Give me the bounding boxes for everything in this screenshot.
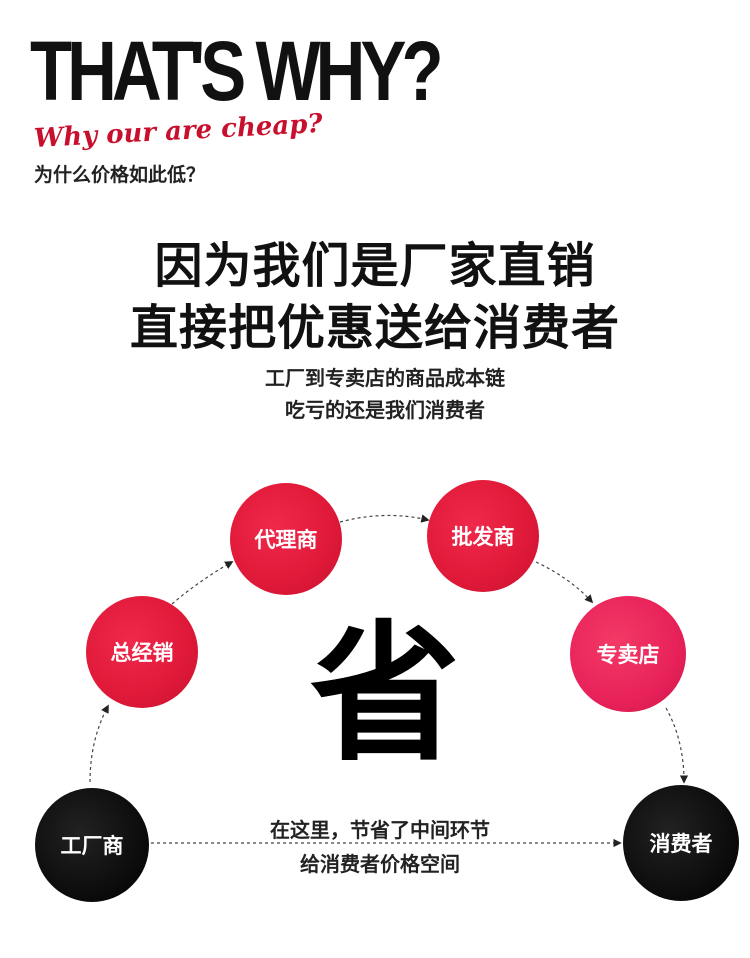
subtitle-chinese: 为什么价格如此低？ [34, 164, 206, 186]
node-store-label: 专卖店 [596, 643, 660, 667]
node-factory: 工厂商 [35, 788, 149, 902]
headline: THAT'S WHY? [30, 24, 444, 118]
node-consumer: 消费者 [623, 785, 739, 901]
save-character: 省 [309, 608, 460, 782]
main-heading-line-1: 因为我们是厂家直销 [154, 238, 596, 294]
arrow-agent-to-wholesaler [339, 514, 430, 523]
node-wholesaler-label: 批发商 [451, 525, 515, 549]
node-agent-label: 代理商 [254, 528, 318, 552]
subheading-line-2: 吃亏的还是我们消费者 [285, 398, 485, 422]
node-general-distributor: 总经销 [86, 596, 198, 708]
center-caption-line-2: 给消费者价格空间 [300, 852, 460, 876]
arrow-wholesaler-to-store [535, 561, 594, 604]
arrow-factory-to-distributor [89, 704, 109, 783]
subheading-line-1: 工厂到专卖店的商品成本链 [265, 366, 505, 390]
main-heading-line-2: 直接把优惠送给消费者 [129, 300, 620, 356]
node-store: 专卖店 [570, 596, 686, 712]
center-caption-line-1: 在这里，节省了中间环节 [270, 818, 490, 842]
node-consumer-label: 消费者 [649, 832, 713, 856]
node-general-distributor-label: 总经销 [110, 641, 174, 665]
arrow-store-to-consumer [665, 707, 689, 784]
arrow-distributor-to-agent [171, 561, 234, 605]
node-agent: 代理商 [230, 483, 342, 595]
node-factory-label: 工厂商 [60, 834, 124, 858]
node-wholesaler: 批发商 [427, 480, 539, 592]
